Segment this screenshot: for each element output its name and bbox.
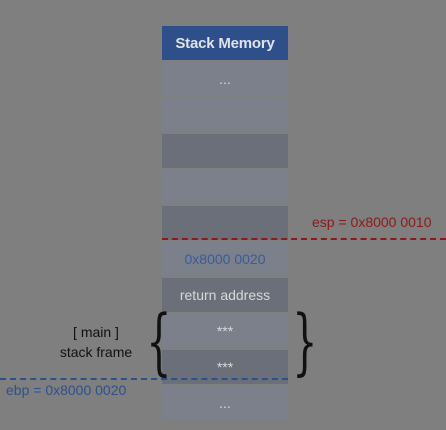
stack-cell-empty-4 — [162, 206, 288, 240]
stack-cell-return-address: return address — [162, 278, 288, 312]
stack-header: Stack Memory — [162, 26, 288, 60]
esp-pointer-line — [162, 238, 446, 240]
main-frame-label-line2: stack frame — [59, 344, 133, 360]
stack-memory: Stack Memory ... 0x8000 0020 return addr… — [162, 26, 288, 420]
esp-label: esp = 0x8000 0010 — [312, 214, 432, 230]
left-brace-icon: { — [146, 299, 172, 383]
right-brace-icon: } — [292, 299, 318, 383]
stack-cell-empty-3 — [162, 170, 288, 204]
stack-cell-empty-2 — [162, 134, 288, 168]
stack-cell-saved-ebp: 0x8000 0020 — [162, 242, 288, 276]
stack-cell-bottom-ellipsis: ... — [162, 386, 288, 420]
main-frame-label-line1: [ main ] — [73, 324, 119, 340]
stack-cell-top-ellipsis: ... — [162, 62, 288, 96]
ebp-label: ebp = 0x8000 0020 — [6, 382, 127, 398]
stack-cell-main-frame-1: *** — [162, 314, 288, 348]
ebp-pointer-line — [0, 378, 288, 380]
stack-cell-empty-1 — [162, 98, 288, 132]
main-frame-label: [ main ] stack frame — [50, 322, 142, 362]
